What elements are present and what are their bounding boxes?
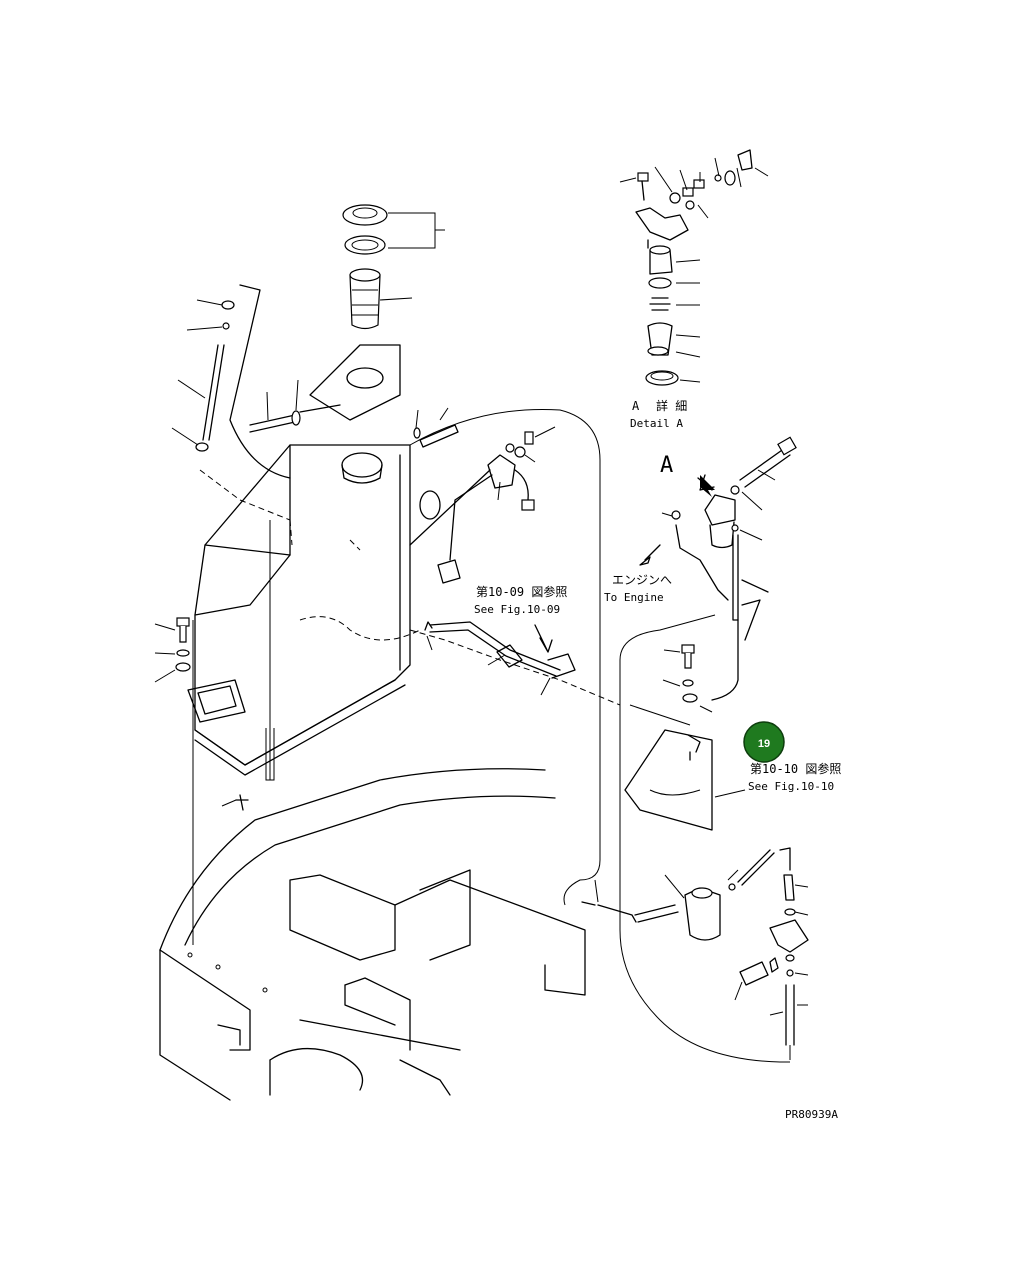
frame-outline xyxy=(409,408,790,1063)
fig-10-10-en: See Fig.10-10 xyxy=(748,780,834,793)
callout-badge-circle[interactable] xyxy=(743,721,785,763)
revolving-frame xyxy=(159,768,586,1101)
detail-a-label: A 詳 細 Detail A xyxy=(630,398,687,430)
to-engine-label: エンジンへ To Engine xyxy=(604,573,672,604)
fuel-tank xyxy=(187,344,461,776)
drawing-code: PR80939A xyxy=(785,1108,838,1121)
see-fig-10-09-label: 第10-09 図参照 See Fig.10-09 xyxy=(474,584,567,616)
detail-jp: 詳 細 xyxy=(656,398,687,413)
callout-badge[interactable]: 19 xyxy=(743,721,785,763)
detail-en: Detail A xyxy=(630,417,683,430)
view-letter: A xyxy=(660,453,673,478)
tank-cover-fig-10-10 xyxy=(624,729,746,831)
fig-10-09-en: See Fig.10-09 xyxy=(474,603,560,616)
to-engine-en: To Engine xyxy=(604,591,664,604)
left-mount-bolts xyxy=(154,617,249,811)
filler-cap-assembly xyxy=(342,204,445,330)
fig-10-10-jp: 第10-10 図参照 xyxy=(750,761,841,776)
see-fig-10-10-label: 第10-10 図参照 See Fig.10-10 xyxy=(748,761,841,793)
callout-badge-number[interactable]: 19 xyxy=(758,738,770,750)
water-separator-installed xyxy=(639,436,797,713)
fuel-sender xyxy=(409,407,556,561)
fig-10-09-jp: 第10-09 図参照 xyxy=(476,584,567,599)
breather-pipe xyxy=(171,284,341,479)
fuel-return-line xyxy=(424,621,576,696)
lower-filter-assembly xyxy=(581,847,809,1060)
to-engine-jp: エンジンへ xyxy=(612,573,672,587)
guide-lines xyxy=(192,469,621,945)
detail-a-exploded xyxy=(619,149,769,386)
right-mount-bolt xyxy=(681,644,698,703)
view-arrow-a xyxy=(700,475,715,497)
detail-letter: A xyxy=(632,399,640,413)
